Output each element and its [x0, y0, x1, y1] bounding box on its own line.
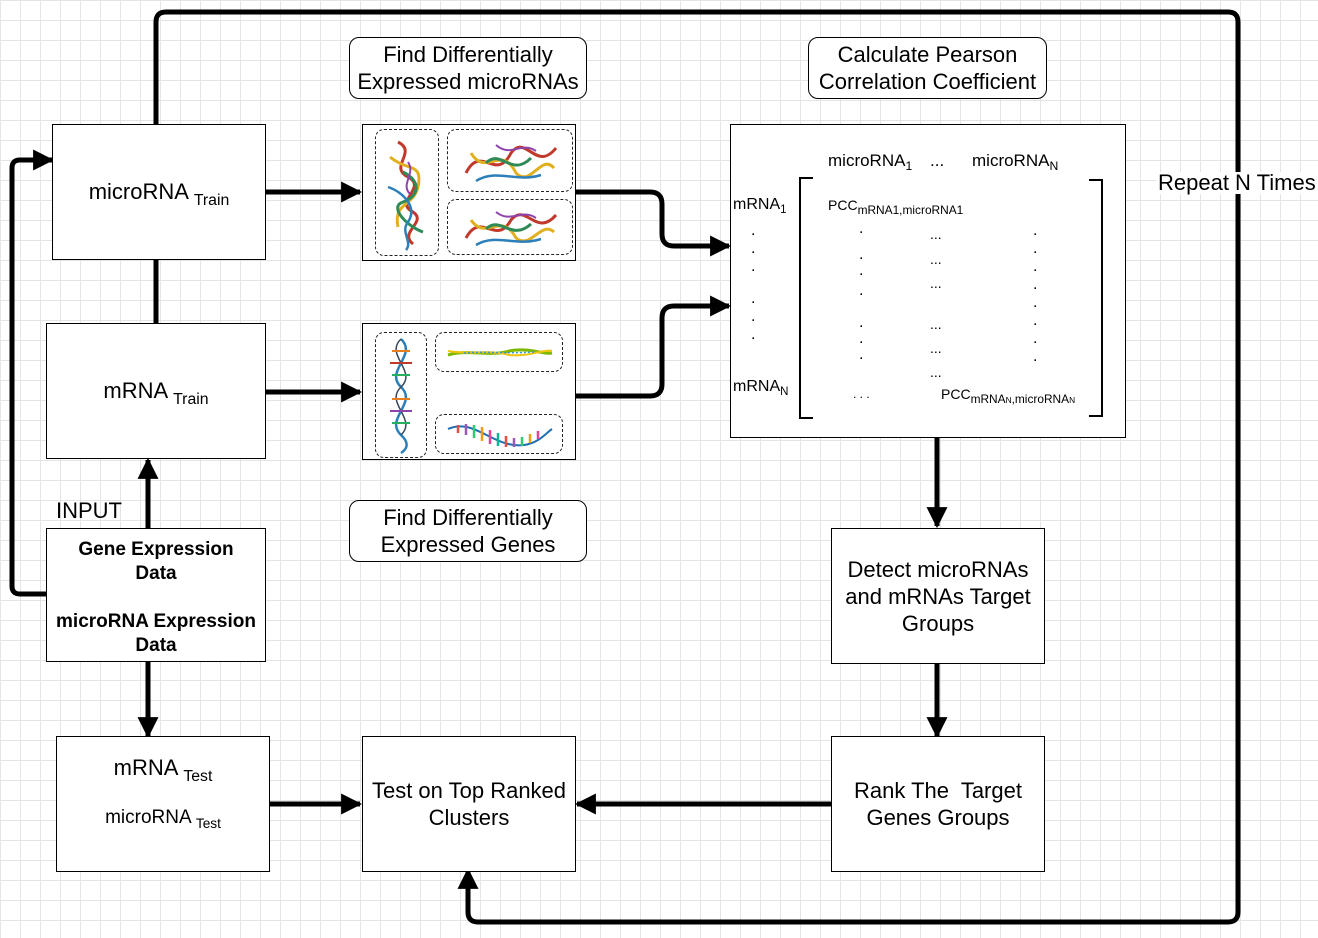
detect-groups-line2: and mRNAs Target [845, 583, 1031, 609]
matrix-row-header-1: mRNA1 [733, 196, 787, 217]
matrix-row-header-n: mRNAN [733, 378, 789, 399]
microrna-train-box: microRNA Train [52, 124, 266, 260]
row-dot: . [751, 308, 756, 325]
microrna-train-label: microRNA Train [88, 179, 230, 209]
find-diff-genes-line1: Find Differentially [383, 505, 553, 530]
coln-dot: . [1033, 240, 1038, 257]
matrix-col-header-ellipsis: ... [930, 151, 945, 170]
coln-dot: . [1033, 222, 1038, 239]
microrna-test-label: microRNA Test [105, 807, 221, 831]
test-clusters-line2: Clusters [428, 805, 510, 830]
input-label: INPUT [56, 498, 122, 523]
rna-3d-structure-icon [464, 211, 558, 247]
middle-ellipsis: ... [930, 275, 942, 291]
detect-groups-line3: Groups [901, 610, 975, 636]
coln-dot: . [1033, 348, 1038, 365]
mirna-structure-panel-large [375, 129, 439, 256]
col1-dot: . [859, 314, 864, 331]
find-diff-mirna-line2: Expressed microRNAs [357, 69, 579, 94]
rna-helix-icon [390, 338, 412, 455]
middle-ellipsis: ... [930, 340, 942, 356]
test-data-box: mRNA Test microRNA Test [56, 736, 270, 872]
col1-dot: . [859, 346, 864, 363]
rna-3d-structure-icon [387, 140, 424, 251]
pearson-line1: Calculate Pearson [837, 42, 1018, 67]
coln-dot: . [1033, 258, 1038, 275]
detect-groups-box: Detect microRNAs and mRNAs Target Groups [831, 528, 1045, 664]
diff-mirna-image-box [362, 124, 576, 261]
rna-3d-structure-icon [464, 144, 558, 183]
row-dot: . [751, 290, 756, 307]
row-dot: . [751, 240, 756, 257]
mirna-structure-panel-top [447, 129, 573, 192]
gene-helix-panel-bottom [435, 414, 563, 454]
repeat-label: Repeat N Times [1156, 170, 1318, 195]
matrix-left-bracket [799, 177, 813, 419]
col1-dot: . [859, 246, 864, 263]
test-clusters-line1: Test on Top Ranked [371, 778, 567, 803]
diff-genes-image-box [362, 323, 576, 460]
coln-dot: . [1033, 330, 1038, 347]
repeat-loop-arrow [153, 9, 1241, 925]
rank-groups-line2: Genes Groups [866, 805, 1010, 830]
col1-dot: . [859, 282, 864, 299]
pearson-line2: Correlation Coefficient [818, 69, 1037, 94]
rna-helix-icon [447, 348, 553, 357]
rna-helix-icon [447, 424, 553, 447]
pearson-title: Calculate Pearson Correlation Coefficien… [808, 37, 1047, 99]
input-data-box: Gene Expression Data microRNA Expression… [46, 528, 266, 662]
gene-expression-line2: Data [135, 563, 177, 584]
matrix-col-header-1: microRNA1 [828, 151, 913, 174]
gene-helix-panel-top [435, 332, 563, 372]
matrix-cell-first: PCCmRNA1,microRNA1 [828, 197, 964, 218]
diff-genes-to-matrix-arrow [576, 295, 732, 399]
col1-dot: . [859, 262, 864, 279]
matrix-right-bracket [1089, 179, 1103, 417]
row-dot: . [751, 258, 756, 275]
mrna-train-box: mRNA Train [46, 323, 266, 459]
row-dot: . [751, 222, 756, 239]
middle-ellipsis: ... [930, 316, 942, 332]
matrix-last-row-dots: . . . [853, 387, 870, 401]
gene-expression-line1: Gene Expression [78, 539, 234, 560]
find-diff-genes-line2: Expressed Genes [380, 532, 556, 557]
test-clusters-box: Test on Top Ranked Clusters [362, 736, 576, 872]
col1-dot: . [859, 330, 864, 347]
input-to-microrna-arrow [9, 149, 55, 597]
mrna-train-label: mRNA Train [103, 378, 209, 408]
middle-ellipsis: ... [930, 364, 942, 380]
middle-ellipsis: ... [930, 251, 942, 267]
coln-dot: . [1033, 276, 1038, 293]
mirna-expression-line2: Data [135, 635, 177, 656]
rank-groups-line1: Rank The Target [854, 778, 1022, 803]
rank-groups-box: Rank The Target Genes Groups [831, 736, 1045, 872]
gene-helix-panel-vertical [375, 332, 427, 458]
row-dot: . [751, 326, 756, 343]
detect-groups-line1: Detect microRNAs [847, 556, 1029, 582]
middle-ellipsis: ... [930, 226, 942, 242]
mrna-test-label: mRNA Test [113, 755, 213, 785]
matrix-col-header-n: microRNAN [972, 151, 1059, 174]
matrix-cell-last: PCCmRNAN,microRNAN [941, 386, 1076, 407]
mirna-expression-line1: microRNA Expression [56, 611, 256, 632]
coln-dot: . [1033, 294, 1038, 311]
find-diff-mirna-line1: Find Differentially [383, 42, 553, 67]
find-diff-mirna-title: Find Differentially Expressed microRNAs [349, 37, 587, 99]
find-diff-genes-title: Find Differentially Expressed Genes [349, 500, 587, 562]
diff-mirna-to-matrix-arrow [576, 189, 732, 257]
coln-dot: . [1033, 312, 1038, 329]
pcc-matrix-box: microRNA1 ... microRNAN mRNA1 mRNAN PCCm… [730, 124, 1126, 438]
mirna-structure-panel-bottom [447, 199, 573, 255]
col1-dot: . [859, 220, 864, 237]
